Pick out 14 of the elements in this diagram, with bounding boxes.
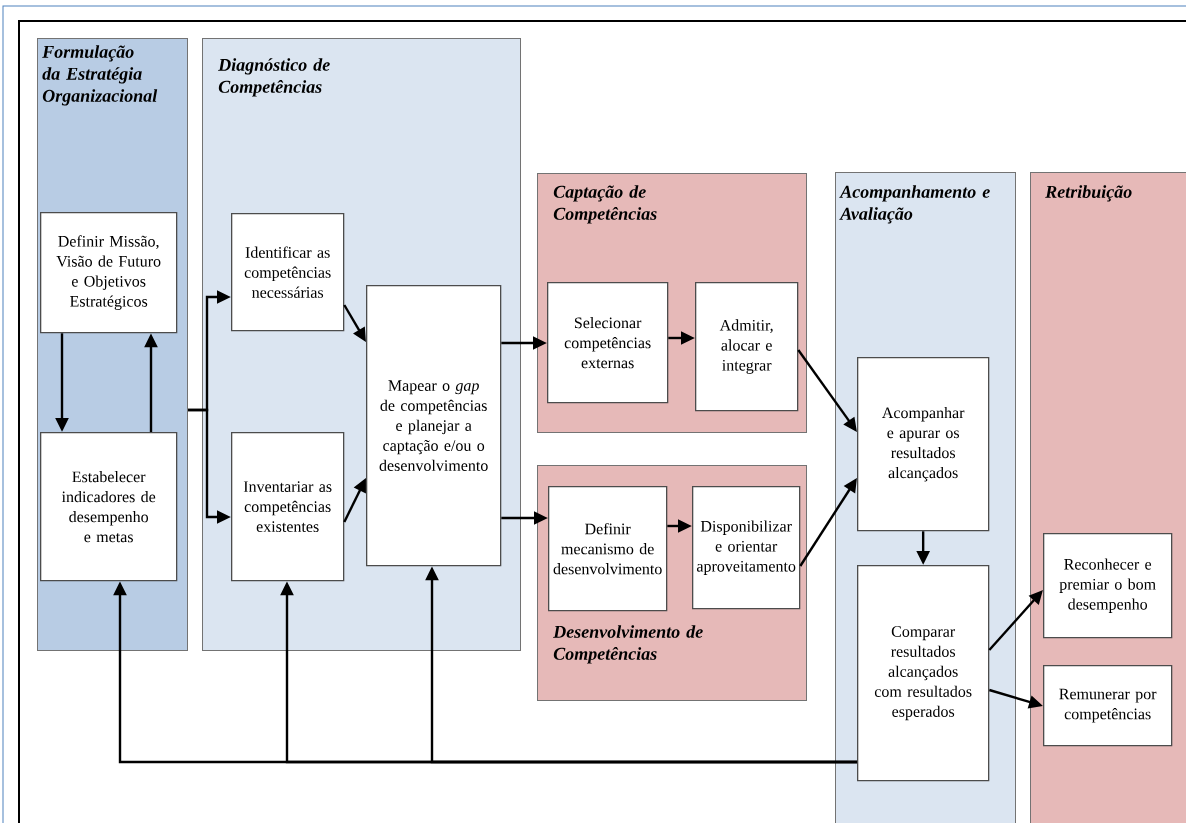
process-box: Mapear o gap de competências e planejar a captação e/ou o desenvolvimento (366, 285, 502, 567)
process-box: Definir Missão, Visão de Futuro e Objetivos Estratégicos (40, 212, 178, 334)
process-box: Identificar as competências necessárias (231, 213, 345, 332)
process-box: Comparar resultados alcançados com resultados esperados (857, 565, 990, 782)
process-box: Admitir, alocar e integrar (695, 282, 799, 412)
process-box: Definir mecanismo de desenvolvimento (548, 486, 668, 612)
process-box: Reconhecer e premiar o bom desempenho (1043, 533, 1173, 639)
process-box: Selecionar competências externas (547, 282, 669, 404)
process-box: Inventariar as competências existentes (231, 432, 345, 582)
arrow (988, 590, 1043, 651)
process-box: Remunerar por competências (1043, 665, 1173, 747)
process-box: Estabelecer indicadores de desempenho e metas (40, 432, 178, 582)
process-box: Disponibilizar e orientar aproveitamento (692, 486, 801, 610)
process-box: Acompanhar e apurar os resultados alcançados (857, 357, 990, 532)
